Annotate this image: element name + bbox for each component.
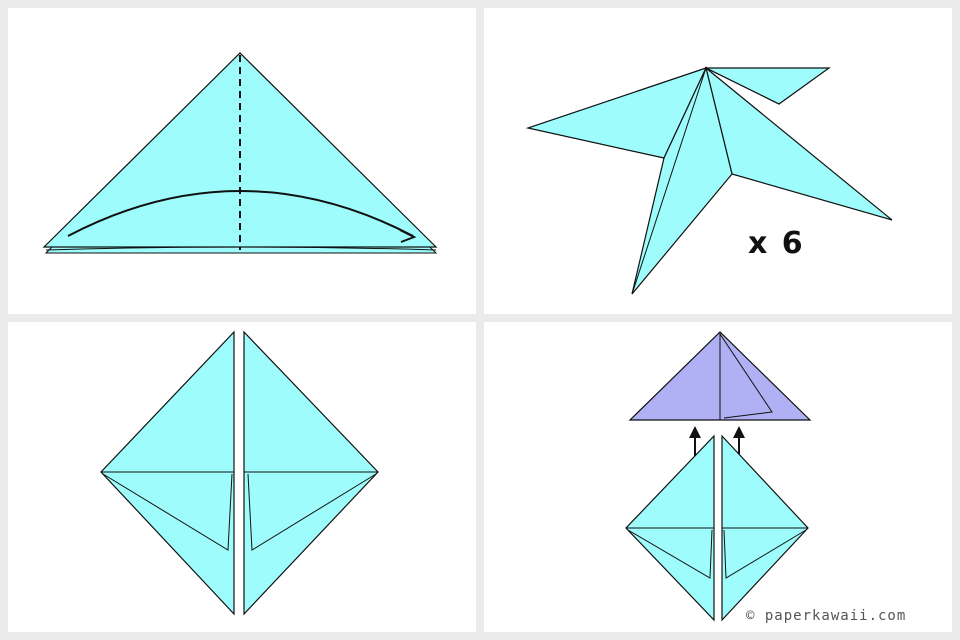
two-units-diagram xyxy=(100,330,379,616)
right-unit-shape xyxy=(243,330,379,616)
copyright-credit: © paperkawaii.com xyxy=(746,608,907,624)
folded-unit-diagram xyxy=(525,66,893,295)
step-panel-2: x 6 xyxy=(484,8,952,314)
assembly-diagram xyxy=(625,331,812,622)
fold-arrow-curve xyxy=(67,190,414,237)
unit-lower-right-wing xyxy=(704,66,893,221)
unit-inner-fold-1 xyxy=(631,67,707,295)
lower-left-unit xyxy=(625,434,715,622)
left-unit-inner-flap xyxy=(102,473,233,551)
fold-arrow-head xyxy=(399,229,417,243)
right-unit-inner-flap xyxy=(247,473,377,551)
lower-right-unit-flap xyxy=(723,529,807,579)
arrow-up-right-head xyxy=(733,426,745,438)
left-unit-shape xyxy=(100,330,235,616)
arrow-up-left-head xyxy=(689,426,701,438)
triangle-fold-diagram xyxy=(42,52,438,254)
lower-right-unit xyxy=(721,434,809,622)
lavender-unit-flap xyxy=(719,333,773,419)
step-panel-3 xyxy=(8,322,476,632)
left-unit xyxy=(100,330,235,616)
step-panel-4: © paperkawaii.com xyxy=(484,322,952,632)
lavender-unit xyxy=(628,331,812,421)
right-unit xyxy=(243,330,379,616)
repeat-count-label: x 6 xyxy=(748,226,805,261)
lower-left-unit-flap xyxy=(627,529,713,579)
step-panel-1 xyxy=(8,8,476,314)
unit-inner-fold-2 xyxy=(705,67,780,105)
